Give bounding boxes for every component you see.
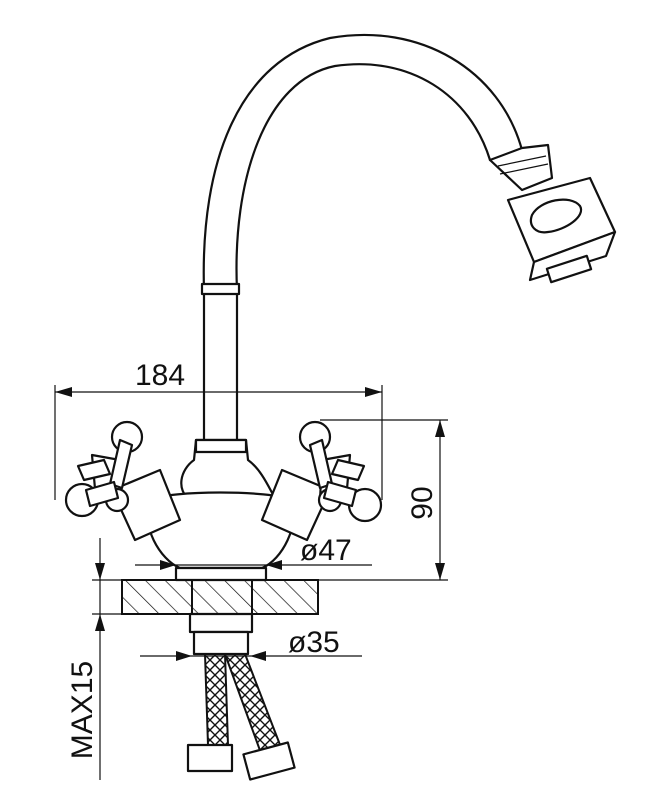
width-dimension-label: 184 [135, 359, 185, 392]
base-diameter-label: ø47 [300, 534, 352, 567]
shank-and-hoses [186, 612, 296, 781]
gooseneck-spout [200, 33, 524, 442]
dimension-height: 90 [270, 419, 448, 581]
dimension-max-thickness: MAX15 [66, 538, 192, 780]
spray-head [488, 143, 617, 284]
counter-section [121, 566, 319, 615]
left-handle [64, 420, 182, 542]
dimension-width: 184 [54, 359, 383, 500]
mixer-body [146, 438, 295, 570]
dimension-base-diameter: ø47 [135, 534, 372, 570]
dimension-shank-diameter: ø35 [140, 626, 362, 661]
shank-diameter-label: ø35 [288, 626, 340, 659]
right-handle [260, 420, 383, 542]
max-thickness-label: MAX15 [66, 661, 99, 759]
height-dimension-label: 90 [406, 486, 439, 519]
